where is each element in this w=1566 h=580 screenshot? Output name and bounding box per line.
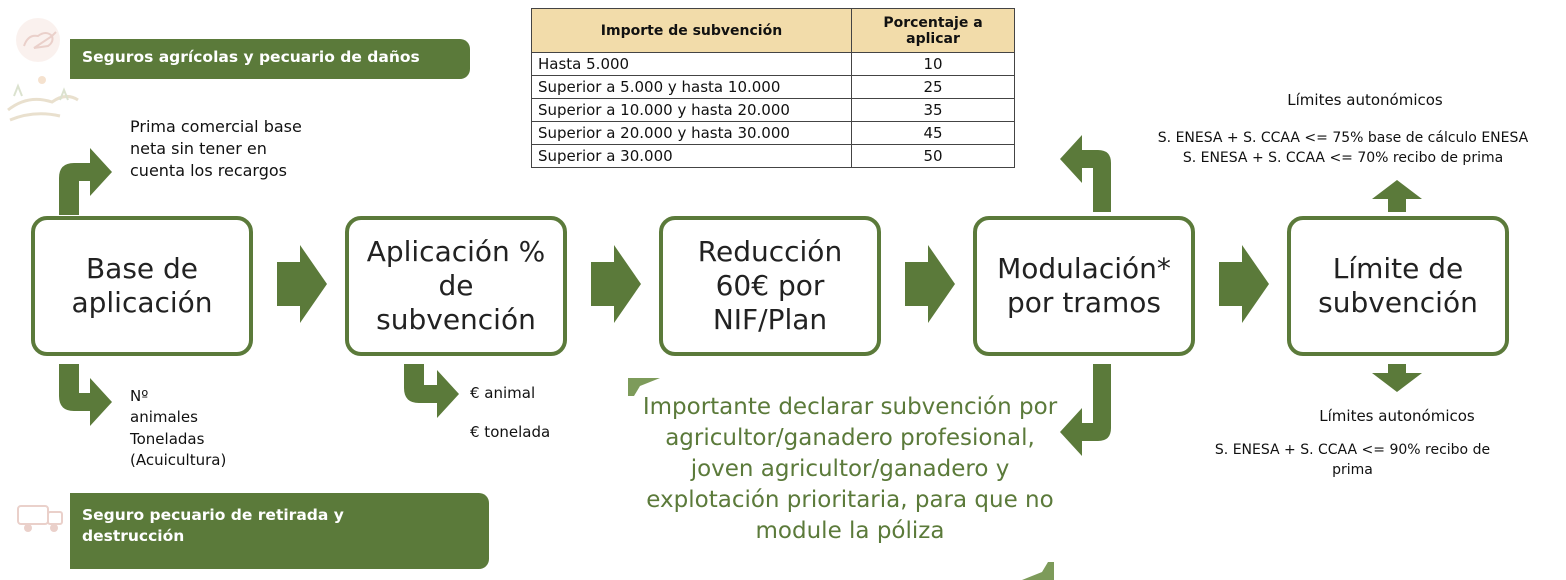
banner-bottom-label: Seguro pecuario de retirada y destrucció… <box>82 506 344 545</box>
table-cell: 50 <box>851 144 1015 168</box>
quote-corner-top-icon <box>628 378 660 396</box>
table-cell: Superior a 30.000 <box>531 144 852 168</box>
table-row: Superior a 20.000 y hasta 30.000 45 <box>531 121 1015 145</box>
table-cell: Superior a 5.000 y hasta 10.000 <box>531 75 852 99</box>
limits-top-line1: S. ENESA + S. CCAA <= 75% base de cálcul… <box>1157 130 1529 146</box>
bent-arrow-down-right-icon <box>404 364 459 418</box>
table-cell: Superior a 10.000 y hasta 20.000 <box>531 98 852 122</box>
step-label: Base de aplicación <box>71 252 213 319</box>
table-row: Hasta 5.000 10 <box>531 52 1015 76</box>
banner-top-label: Seguros agrícolas y pecuario de daños <box>82 48 420 66</box>
limits-bottom-title: Límites autonómicos <box>1319 407 1475 425</box>
bent-arrow-down-left-icon <box>1060 364 1111 456</box>
logo-truck-icon <box>17 505 63 532</box>
table-header-row: Importe de subvención Porcentaje a aplic… <box>531 8 1015 53</box>
note-num-animales: Nº animales <box>130 387 198 426</box>
table-row: Superior a 10.000 y hasta 20.000 35 <box>531 98 1015 122</box>
arrow-down-icon <box>1372 364 1422 392</box>
step-aplicacion-subvencion: Aplicación % de subvención <box>345 216 567 356</box>
bent-arrow-down-right-icon <box>59 364 112 426</box>
step-label: Límite de subvención <box>1318 252 1478 319</box>
bent-arrow-up-left-icon <box>1060 135 1111 212</box>
limits-bottom-line: S. ENESA + S. CCAA <= 90% recibo de prim… <box>1214 442 1491 478</box>
step-label: Modulación* por tramos <box>997 252 1171 319</box>
table-cell: Hasta 5.000 <box>531 52 852 76</box>
table-cell: 25 <box>851 75 1015 99</box>
step-reduccion: Reducción 60€ por NIF/Plan <box>659 216 881 356</box>
flow-arrows <box>59 135 1422 456</box>
note-toneladas: Toneladas (Acuicultura) <box>130 430 227 469</box>
table-cell: 10 <box>851 52 1015 76</box>
step-base-aplicacion: Base de aplicación <box>31 216 253 356</box>
table-row: Superior a 5.000 y hasta 10.000 25 <box>531 75 1015 99</box>
banner-withdrawal-insurance: Seguro pecuario de retirada y destrucció… <box>70 493 489 569</box>
quote-corner-bottom-icon <box>1022 562 1054 580</box>
logo-cow-icon <box>16 18 60 62</box>
quote-brackets <box>628 378 1054 580</box>
important-note: Importante declarar subvención por agric… <box>642 394 1058 544</box>
step-label: Aplicación % de subvención <box>366 235 546 336</box>
note-euro-animal: € animal <box>470 384 536 402</box>
note-euro-tonelada: € tonelada <box>470 423 551 441</box>
arrow-right-icon <box>905 245 955 323</box>
table-row: Superior a 30.000 50 <box>531 144 1015 168</box>
table-cell: 45 <box>851 121 1015 145</box>
table-header-percentage: Porcentaje a aplicar <box>851 8 1015 53</box>
bent-arrow-up-right-icon <box>59 148 112 215</box>
arrow-right-icon <box>277 245 327 323</box>
limits-top-title: Límites autonómicos <box>1287 91 1443 109</box>
table-cell: 35 <box>851 98 1015 122</box>
subsidy-table: Importe de subvención Porcentaje a aplic… <box>531 8 1015 168</box>
table-header-amount: Importe de subvención <box>531 8 852 53</box>
arrow-up-icon <box>1372 180 1422 212</box>
arrow-right-icon <box>1219 245 1269 323</box>
arrow-right-icon <box>591 245 641 323</box>
logo-field-icon <box>7 76 79 122</box>
step-limite-subvencion: Límite de subvención <box>1287 216 1509 356</box>
step-modulacion: Modulación* por tramos <box>973 216 1195 356</box>
table-cell: Superior a 20.000 y hasta 30.000 <box>531 121 852 145</box>
banner-damage-insurance: Seguros agrícolas y pecuario de daños <box>70 39 470 79</box>
step-label: Reducción 60€ por NIF/Plan <box>697 235 843 336</box>
limits-top-line2: S. ENESA + S. CCAA <= 70% recibo de prim… <box>1182 150 1504 166</box>
note-prima-comercial: Prima comercial base neta sin tener en c… <box>130 117 302 180</box>
